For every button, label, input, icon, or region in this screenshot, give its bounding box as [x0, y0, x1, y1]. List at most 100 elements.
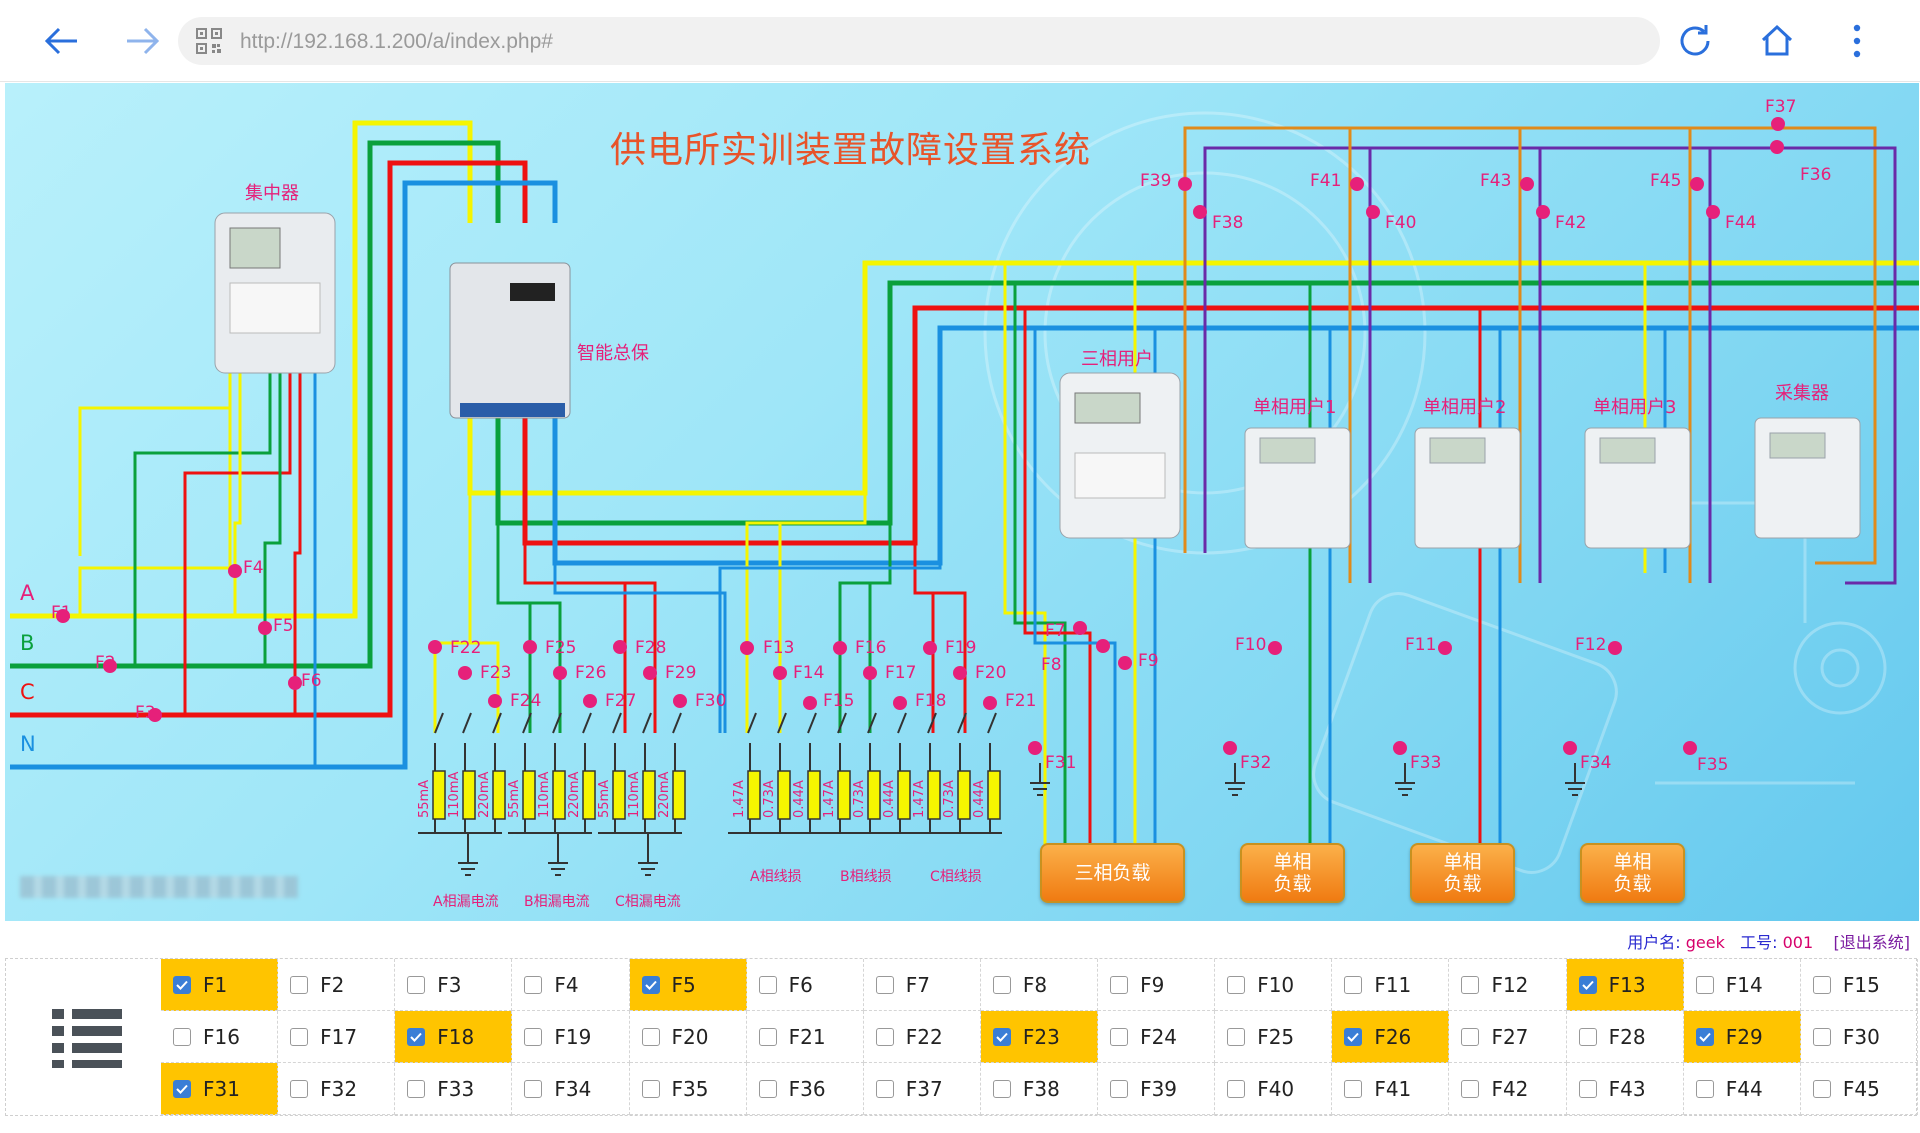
- checkbox[interactable]: [1110, 975, 1129, 994]
- checkbox[interactable]: [290, 1079, 309, 1098]
- fault-checkbox-f43[interactable]: F43: [1566, 1063, 1684, 1115]
- single-phase-load-button-2[interactable]: 单相负载: [1410, 843, 1515, 903]
- three-phase-load-button[interactable]: 三相负载: [1040, 843, 1185, 903]
- checkbox[interactable]: [992, 975, 1011, 994]
- checkbox[interactable]: [1461, 1027, 1480, 1046]
- checkbox[interactable]: [1695, 1079, 1714, 1098]
- fault-checkbox-f33[interactable]: F33: [395, 1063, 513, 1115]
- fault-checkbox-f9[interactable]: F9: [1098, 959, 1216, 1011]
- fault-checkbox-f27[interactable]: F27: [1449, 1011, 1567, 1063]
- fault-checkbox-f39[interactable]: F39: [1098, 1063, 1216, 1115]
- logout-link[interactable]: [退出系统]: [1833, 933, 1911, 952]
- list-menu-icon[interactable]: [52, 1007, 122, 1069]
- fault-checkbox-f31[interactable]: F31: [161, 1063, 279, 1115]
- fault-checkbox-f25[interactable]: F25: [1215, 1011, 1333, 1063]
- fault-checkbox-f23[interactable]: F23: [980, 1011, 1099, 1063]
- checkbox[interactable]: [1344, 1027, 1363, 1046]
- checkbox[interactable]: [1578, 1027, 1597, 1046]
- fault-checkbox-f8[interactable]: F8: [980, 959, 1099, 1011]
- home-button[interactable]: [1752, 16, 1802, 66]
- checkbox[interactable]: [641, 975, 660, 994]
- checkbox[interactable]: [524, 1079, 543, 1098]
- fault-checkbox-f45[interactable]: F45: [1800, 1063, 1918, 1115]
- fault-checkbox-f12[interactable]: F12: [1449, 959, 1567, 1011]
- checkbox[interactable]: [1578, 1079, 1597, 1098]
- checkbox[interactable]: [1110, 1079, 1129, 1098]
- checkbox[interactable]: [1578, 975, 1597, 994]
- back-button[interactable]: [36, 16, 86, 66]
- fault-checkbox-f2[interactable]: F2: [278, 959, 396, 1011]
- fault-checkbox-f10[interactable]: F10: [1215, 959, 1333, 1011]
- checkbox[interactable]: [1344, 1079, 1363, 1098]
- checkbox[interactable]: [1812, 1079, 1831, 1098]
- fault-checkbox-f32[interactable]: F32: [278, 1063, 396, 1115]
- checkbox[interactable]: [1344, 975, 1363, 994]
- url-text[interactable]: http://192.168.1.200/a/index.php#: [240, 30, 553, 53]
- fault-checkbox-f21[interactable]: F21: [746, 1011, 864, 1063]
- reload-button[interactable]: [1670, 16, 1720, 66]
- fault-checkbox-f3[interactable]: F3: [395, 959, 513, 1011]
- checkbox[interactable]: [1461, 1079, 1480, 1098]
- checkbox[interactable]: [641, 1027, 660, 1046]
- checkbox[interactable]: [407, 975, 426, 994]
- checkbox[interactable]: [1461, 975, 1480, 994]
- checkbox[interactable]: [1110, 1027, 1129, 1046]
- checkbox[interactable]: [1695, 1027, 1714, 1046]
- checkbox[interactable]: [992, 1079, 1011, 1098]
- address-bar[interactable]: http://192.168.1.200/a/index.php#: [178, 17, 1660, 65]
- checkbox[interactable]: [1812, 975, 1831, 994]
- checkbox[interactable]: [758, 1079, 777, 1098]
- checkbox[interactable]: [173, 975, 191, 994]
- checkbox[interactable]: [1227, 1079, 1246, 1098]
- checkbox[interactable]: [641, 1079, 660, 1098]
- fault-checkbox-f15[interactable]: F15: [1800, 959, 1918, 1011]
- fault-checkbox-f36[interactable]: F36: [746, 1063, 864, 1115]
- fault-checkbox-f14[interactable]: F14: [1683, 959, 1801, 1011]
- fault-checkbox-f18[interactable]: F18: [395, 1011, 513, 1063]
- checkbox[interactable]: [875, 1079, 894, 1098]
- fault-checkbox-f20[interactable]: F20: [629, 1011, 747, 1063]
- checkbox[interactable]: [407, 1027, 426, 1046]
- fault-checkbox-f4[interactable]: F4: [512, 959, 630, 1011]
- fault-checkbox-f1[interactable]: F1: [161, 959, 279, 1011]
- fault-checkbox-f19[interactable]: F19: [512, 1011, 630, 1063]
- checkbox[interactable]: [173, 1079, 191, 1098]
- fault-checkbox-f26[interactable]: F26: [1332, 1011, 1450, 1063]
- checkbox[interactable]: [1227, 975, 1246, 994]
- checkbox[interactable]: [758, 1027, 777, 1046]
- fault-checkbox-f44[interactable]: F44: [1683, 1063, 1801, 1115]
- checkbox[interactable]: [407, 1079, 426, 1098]
- fault-checkbox-f16[interactable]: F16: [161, 1011, 279, 1063]
- fault-checkbox-f11[interactable]: F11: [1332, 959, 1450, 1011]
- fault-checkbox-f22[interactable]: F22: [863, 1011, 981, 1063]
- forward-button[interactable]: [118, 16, 168, 66]
- more-menu-button[interactable]: [1832, 16, 1882, 66]
- fault-checkbox-f34[interactable]: F34: [512, 1063, 630, 1115]
- fault-checkbox-f28[interactable]: F28: [1566, 1011, 1684, 1063]
- checkbox[interactable]: [290, 1027, 309, 1046]
- single-phase-load-button-3[interactable]: 单相负载: [1580, 843, 1685, 903]
- single-phase-load-button-1[interactable]: 单相负载: [1240, 843, 1345, 903]
- checkbox[interactable]: [524, 1027, 543, 1046]
- fault-checkbox-f7[interactable]: F7: [863, 959, 981, 1011]
- fault-checkbox-f6[interactable]: F6: [746, 959, 864, 1011]
- fault-checkbox-f38[interactable]: F38: [980, 1063, 1099, 1115]
- qr-code-icon[interactable]: [196, 28, 222, 54]
- fault-checkbox-f41[interactable]: F41: [1332, 1063, 1450, 1115]
- fault-checkbox-f40[interactable]: F40: [1215, 1063, 1333, 1115]
- fault-checkbox-f24[interactable]: F24: [1098, 1011, 1216, 1063]
- checkbox[interactable]: [173, 1027, 191, 1046]
- checkbox[interactable]: [758, 975, 777, 994]
- checkbox[interactable]: [1695, 975, 1714, 994]
- checkbox[interactable]: [992, 1027, 1011, 1046]
- checkbox[interactable]: [875, 1027, 894, 1046]
- fault-checkbox-f42[interactable]: F42: [1449, 1063, 1567, 1115]
- fault-checkbox-f35[interactable]: F35: [629, 1063, 747, 1115]
- fault-checkbox-f17[interactable]: F17: [278, 1011, 396, 1063]
- checkbox[interactable]: [1812, 1027, 1831, 1046]
- checkbox[interactable]: [290, 975, 309, 994]
- fault-checkbox-f37[interactable]: F37: [863, 1063, 981, 1115]
- fault-checkbox-f13[interactable]: F13: [1566, 959, 1684, 1011]
- checkbox[interactable]: [524, 975, 543, 994]
- checkbox[interactable]: [1227, 1027, 1246, 1046]
